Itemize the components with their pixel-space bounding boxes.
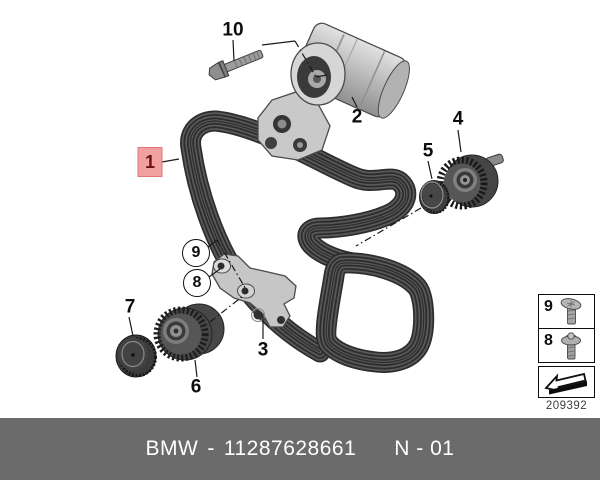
callout-6-idler-pulley[interactable]: 6	[190, 376, 202, 398]
callout-1-belt[interactable]: 1	[137, 147, 163, 177]
footer-bar: BMW - 11287628661 N - 01	[0, 418, 600, 480]
callout-3-bracket[interactable]: 3	[257, 339, 269, 361]
belt-tensioner-assembly	[257, 22, 410, 161]
idler-pulley-4	[436, 153, 504, 210]
callout-10-bolt[interactable]: 10	[222, 19, 244, 41]
countersunk-screw-icon	[560, 298, 582, 325]
legend-label-9: 9	[544, 298, 553, 315]
brand-label: BMW	[145, 437, 199, 460]
separator: -	[207, 437, 215, 460]
legend-label-8: 8	[544, 332, 553, 350]
bracket-3	[211, 253, 297, 328]
direction-arrow-icon	[544, 372, 587, 395]
callout-7-damper[interactable]: 7	[124, 296, 136, 318]
callout-8-circled-bolt[interactable]: 8	[183, 269, 211, 297]
flange-bolt-icon	[561, 332, 581, 360]
fastener-legend: 9 8	[538, 294, 595, 412]
callout-2-tensioner[interactable]: 2	[351, 106, 363, 128]
callout-9-circled-screw[interactable]: 9	[182, 239, 210, 267]
ribbed-v-belt	[191, 121, 424, 362]
callout-4-idler-pulley[interactable]: 4	[452, 108, 464, 130]
idler-pulley-6	[153, 303, 225, 362]
callout-5-damper[interactable]: 5	[422, 140, 434, 162]
direction-arrow-box	[538, 366, 595, 399]
part-number-group: BMW - 11287628661	[146, 437, 357, 461]
legend-cell-9: 9	[538, 294, 595, 330]
leader-lines	[128, 39, 462, 378]
page-code: N - 01	[394, 437, 455, 460]
part-number: 11287628661	[223, 437, 357, 460]
damper-cap-5	[419, 180, 450, 214]
diagram-number: 209392	[545, 400, 588, 413]
damper-cap-7	[115, 334, 157, 378]
tensioner-bolt	[208, 49, 264, 81]
legend-cell-8: 8	[538, 328, 595, 364]
